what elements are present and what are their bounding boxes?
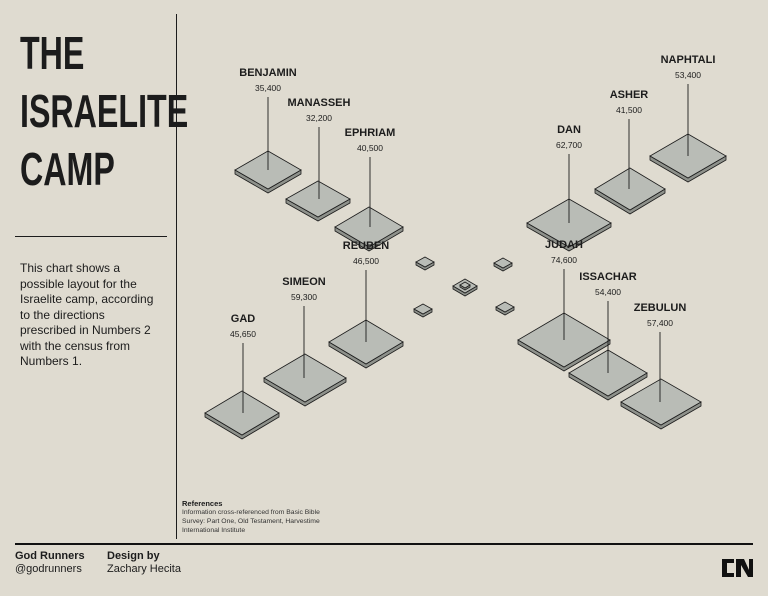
levite-tile-northeast [493, 257, 513, 272]
footer-rule [15, 543, 753, 545]
tribe-label-manasseh: MANASSEH [288, 97, 351, 109]
footer-design-label: Design by [107, 550, 160, 562]
tile-gad [204, 390, 280, 440]
tribe-population-dan: 62,700 [556, 140, 582, 150]
tribe-label-asher: ASHER [610, 89, 649, 101]
title-line-1: THE [20, 27, 85, 79]
references-text: Information cross-referenced from Basic … [182, 509, 320, 534]
tribe-label-zebulun: ZEBULUN [634, 302, 687, 314]
tribe-label-simeon: SIMEON [282, 276, 325, 288]
sidebar-divider [15, 236, 167, 237]
tribe-label-gad: GAD [231, 313, 256, 325]
tribe-label-reuben: REUBEN [343, 240, 390, 252]
footer-designer-name: Zachary Hecita [107, 563, 181, 575]
references-title: References [182, 499, 223, 508]
tribe-label-naphtali: NAPHTALI [661, 54, 716, 66]
tribe-population-reuben: 46,500 [353, 256, 379, 266]
footer-credit-god-runners: God Runners @godrunners [15, 550, 85, 576]
references-block: References Information cross-referenced … [182, 499, 332, 535]
gr-logo-icon [722, 559, 753, 577]
tribe-population-benjamin: 35,400 [255, 83, 281, 93]
tribe-population-zebulun: 57,400 [647, 318, 673, 328]
vertical-divider [176, 14, 177, 539]
tribe-label-benjamin: BENJAMIN [239, 67, 297, 79]
footer-credit-designer: Design by Zachary Hecita [107, 550, 181, 576]
tribe-population-issachar: 54,400 [595, 287, 621, 297]
tribe-label-issachar: ISSACHAR [579, 271, 637, 283]
page-title: THE ISRAELITE CAMP [20, 24, 189, 198]
description-text: This chart shows a possible layout for t… [20, 261, 154, 368]
tribe-population-judah: 74,600 [551, 255, 577, 265]
tile-ephriam [334, 206, 404, 252]
title-line-2: ISRAELITE [20, 85, 189, 137]
tribe-population-ephriam: 40,500 [357, 143, 383, 153]
tribe-label-dan: DAN [557, 124, 581, 136]
footer-handle: @godrunners [15, 563, 82, 575]
tribe-population-asher: 41,500 [616, 105, 642, 115]
tribe-label-ephriam: EPHRIAM [345, 127, 396, 139]
levite-tile-southwest [413, 303, 433, 318]
tile-manasseh [285, 180, 351, 222]
tribe-population-manasseh: 32,200 [306, 113, 332, 123]
tribe-population-naphtali: 53,400 [675, 70, 701, 80]
tile-simeon [263, 353, 347, 407]
title-line-3: CAMP [20, 143, 115, 195]
levite-tile-southeast [495, 301, 515, 316]
tribe-population-gad: 45,650 [230, 329, 256, 339]
tabernacle-inner [459, 281, 471, 291]
tribe-label-judah: JUDAH [545, 239, 583, 251]
levite-tile-northwest [415, 256, 435, 271]
footer-brand: God Runners [15, 550, 85, 562]
tribe-population-simeon: 59,300 [291, 292, 317, 302]
tile-asher [594, 167, 666, 215]
tile-zebulun [620, 378, 702, 430]
